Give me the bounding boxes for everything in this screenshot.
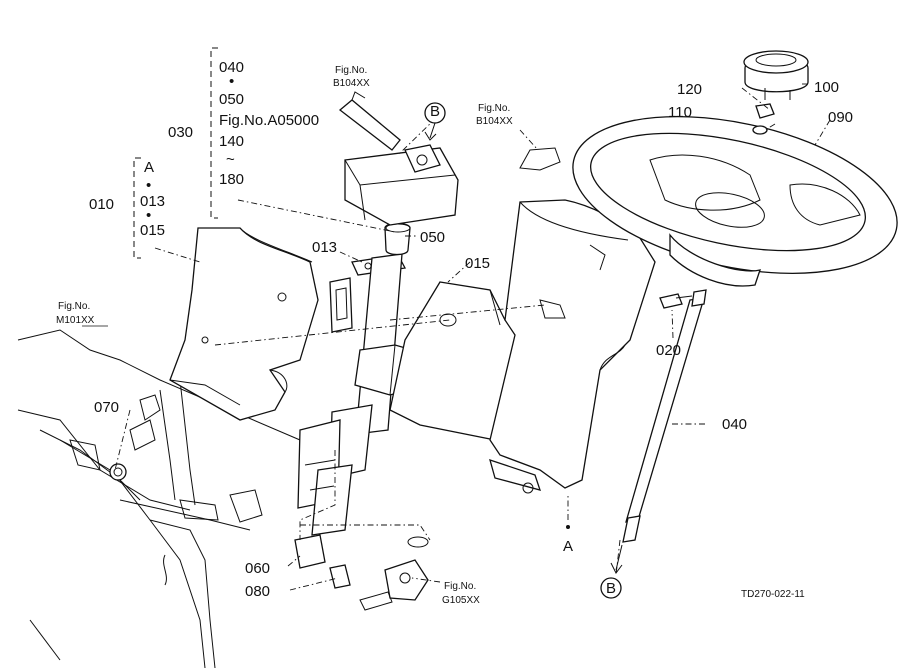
label-080: 080 [245,583,270,600]
label-fig-a05000: Fig.No.A05000 [219,112,319,129]
panel-010 [169,227,319,421]
dot-separator-a: • [146,177,151,194]
label-050-top: 050 [219,91,244,108]
label-070: 070 [94,399,119,416]
label-040: 040 [722,416,747,433]
bracket-010-group [133,157,141,259]
fig-no-m101-title: Fig.No. [58,301,90,312]
label-140: 140 [219,133,244,150]
fig-no-g105-title: Fig.No. [444,581,476,592]
label-015-group: 015 [140,222,165,239]
label-013-group: 013 [140,193,165,210]
fig-no-b104-left-title: Fig.No. [335,65,367,76]
label-120: 120 [677,81,702,98]
label-180: 180 [219,171,244,188]
fig-ref-m101: M101XX [56,315,95,326]
fig-no-b104-right-title: Fig.No. [478,103,510,114]
label-060: 060 [245,560,270,577]
frame-structure [17,329,341,668]
ref-b-top: B [430,103,440,120]
label-040-top: 040 [219,59,244,76]
ref-a-bottom: A [563,538,573,555]
nut-120 [755,103,775,119]
lower-joint [359,536,429,611]
arrow-b-top [424,122,437,141]
label-020: 020 [656,342,681,359]
bracket-030-group [210,47,218,219]
dot-separator: • [229,73,234,90]
label-100: 100 [814,79,839,96]
ref-b-circle-bottom [600,577,622,599]
point-a [566,525,570,529]
steering-wheel-090 [572,116,898,287]
arrow-b-bottom [610,544,623,574]
label-010: 010 [89,196,114,213]
label-050: 050 [420,229,445,246]
label-090: 090 [828,109,853,126]
dot-separator-b: • [146,207,151,224]
washer-110 [752,125,768,135]
steering-column-assembly-030 [294,91,459,589]
label-015: 015 [465,255,490,272]
bolt-020 [659,293,693,309]
ref-b-bottom: B [606,580,616,597]
fig-ref-g105: G105XX [442,595,480,606]
label-013: 013 [312,239,337,256]
label-030: 030 [168,124,193,141]
drawing-code: TD270-022-11 [741,589,805,600]
label-110: 110 [668,104,692,121]
shaft-040 [622,289,707,543]
fig-ref-b104-left: B104XX [333,78,370,89]
horn-button-100 [743,50,809,100]
leader-lines [114,83,831,591]
label-group-a: A [144,159,154,176]
fig-ref-b104-right: B104XX [476,116,513,127]
label-tilde: ~ [226,151,235,168]
